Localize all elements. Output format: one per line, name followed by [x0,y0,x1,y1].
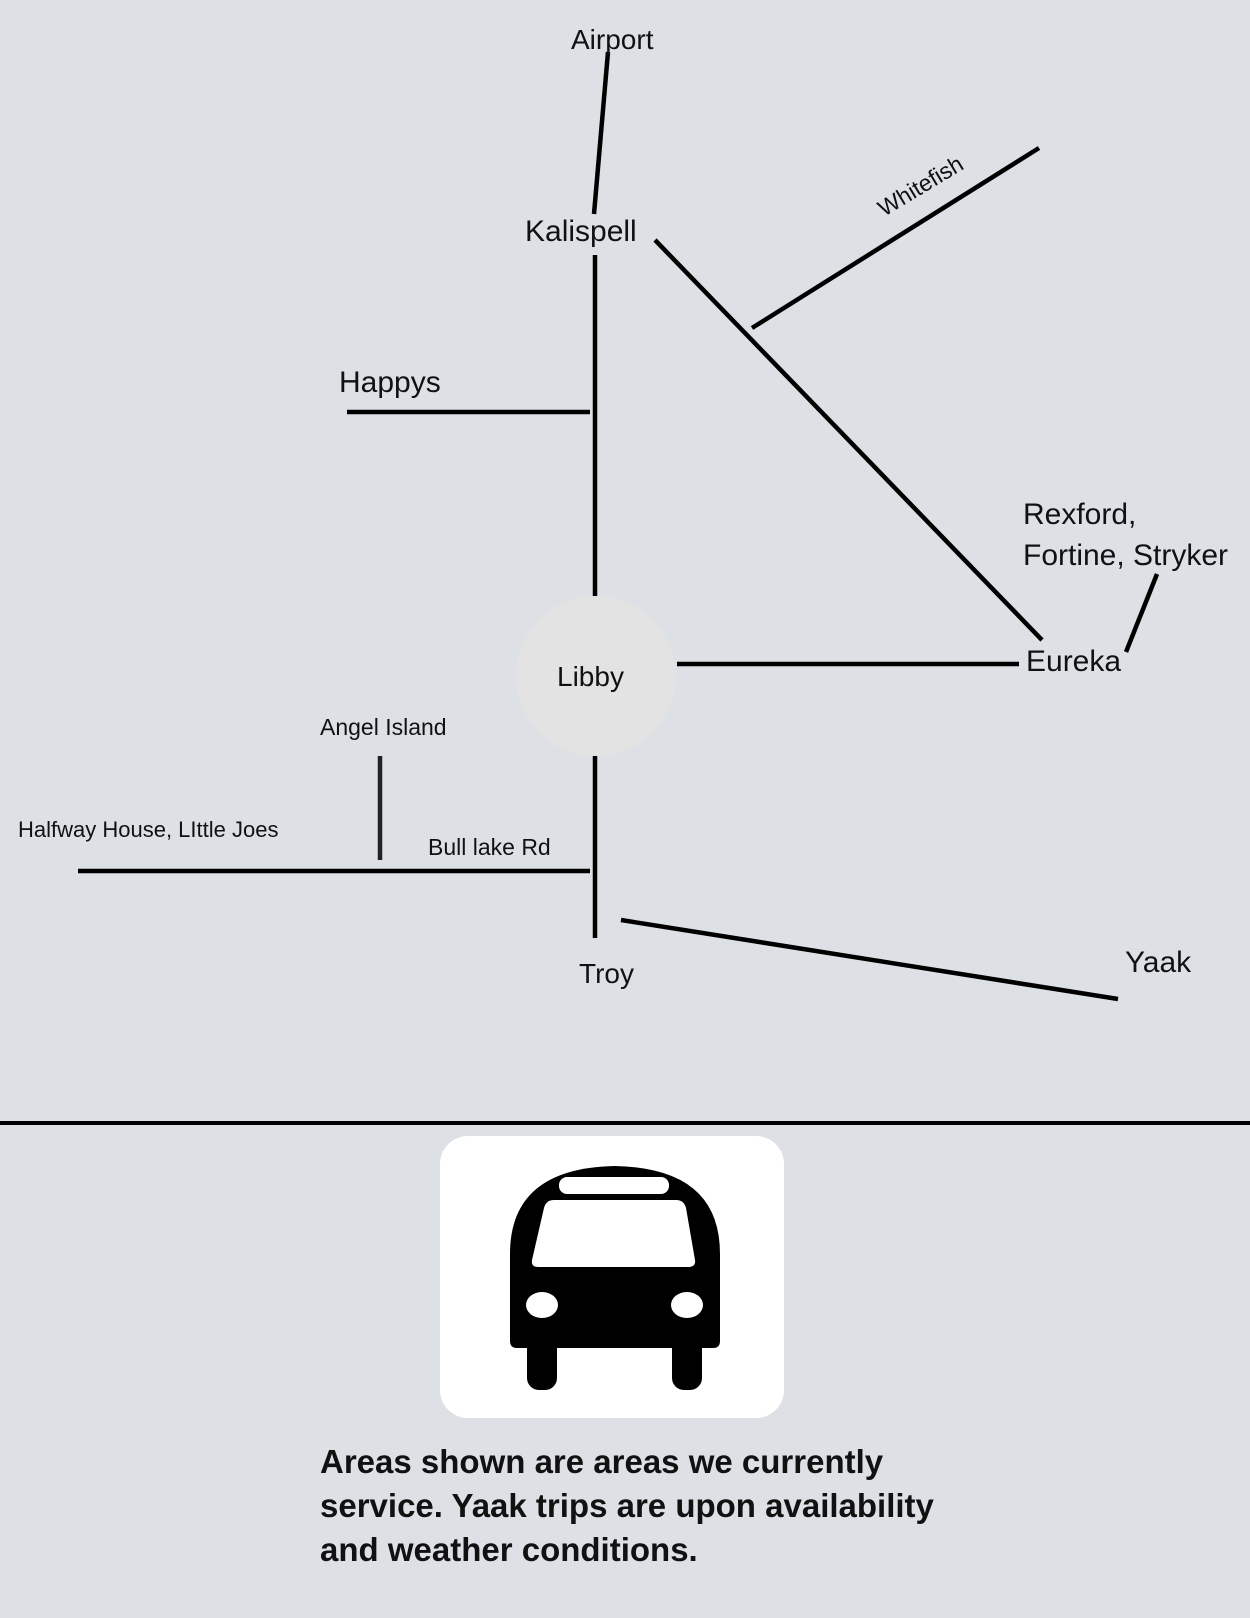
label-rexford: Rexford, [1023,498,1136,531]
route-kalispell-airport [591,51,611,215]
label-airport: Airport [571,24,654,55]
route-eureka-rexford [1123,573,1160,653]
label-whitefish: Whitefish [873,150,967,221]
libby-hub-circle [516,596,676,756]
route-troy-yaak [620,917,1119,1002]
label-fortine-stryker: Fortine, Stryker [1023,539,1228,572]
service-area-note: Areas shown are areas we currently servi… [320,1443,934,1568]
label-bull-lake-rd: Bull lake Rd [428,834,551,860]
route-kalispell-eureka [653,238,1044,642]
label-angel-island: Angel Island [320,714,447,740]
bus-icon-card [440,1136,784,1418]
route-whitefish [750,146,1041,330]
label-halfway-house: Halfway House, LIttle Joes [18,817,278,842]
label-troy: Troy [579,958,634,989]
label-libby: Libby [557,661,624,692]
bus-icon [510,1166,720,1390]
label-yaak: Yaak [1125,946,1192,979]
label-eureka: Eureka [1026,645,1121,678]
label-happys: Happys [339,366,441,399]
label-kalispell: Kalispell [525,215,637,248]
